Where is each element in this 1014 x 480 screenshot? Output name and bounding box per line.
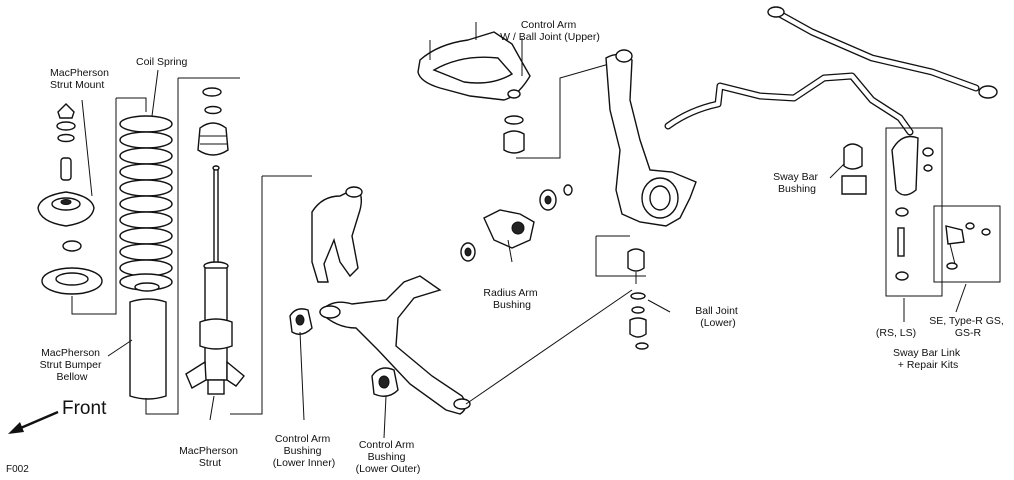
coil-spring xyxy=(119,115,173,291)
label-bushing-lower-inner: Control Arm Bushing (Lower Inner) xyxy=(273,433,335,469)
label-ball-joint-lower: Ball Joint (Lower) xyxy=(695,305,741,329)
sway-bar xyxy=(664,6,998,136)
callout-lines-left xyxy=(71,69,312,421)
knuckle-link xyxy=(311,186,363,283)
label-bumper-bellow: MacPherson Strut Bumper Bellow xyxy=(40,347,105,383)
strut-top-parts xyxy=(197,87,229,156)
label-rs-ls: (RS, LS) xyxy=(876,327,916,339)
label-upper-arm: Control Arm W / Ball Joint (Upper) xyxy=(500,19,600,43)
label-radius-arm-bushing: Radius Arm Bushing xyxy=(483,287,540,311)
control-arm-bushing-lower-inner xyxy=(289,308,313,335)
strut-mount-parts xyxy=(37,103,103,295)
upper-control-arm xyxy=(417,22,617,159)
callout-lines-middle xyxy=(299,239,513,439)
lower-control-arm xyxy=(319,275,471,415)
label-strut-mount: MacPherson Strut Mount xyxy=(50,67,112,91)
radius-arm-bushing xyxy=(460,184,573,262)
label-coil-spring: Coil Spring xyxy=(136,56,188,68)
figure-code: F002 xyxy=(6,464,29,475)
label-sway-bar-bushing: Sway Bar Bushing xyxy=(773,171,821,195)
strut-bumper-bellow xyxy=(129,282,167,400)
steering-knuckle xyxy=(605,49,697,227)
sway-bar-bushing xyxy=(829,143,867,195)
sway-bar-link-rs-ls xyxy=(885,127,943,322)
macpherson-strut xyxy=(185,165,245,395)
control-arm-bushing-lower-outer xyxy=(371,367,399,397)
label-bushing-lower-outer: Control Arm Bushing (Lower Outer) xyxy=(356,439,421,475)
ball-joint-lower xyxy=(465,235,671,405)
label-strut: MacPherson Strut xyxy=(179,445,241,469)
arrow-front-icon xyxy=(8,410,59,434)
label-se-type-r: SE, Type-R GS, GS-R xyxy=(929,315,1006,339)
label-front: Front xyxy=(62,398,107,419)
sway-bar-link-se-type-r xyxy=(933,205,1001,313)
label-sway-bar-link: Sway Bar Link + Repair Kits xyxy=(893,347,963,371)
